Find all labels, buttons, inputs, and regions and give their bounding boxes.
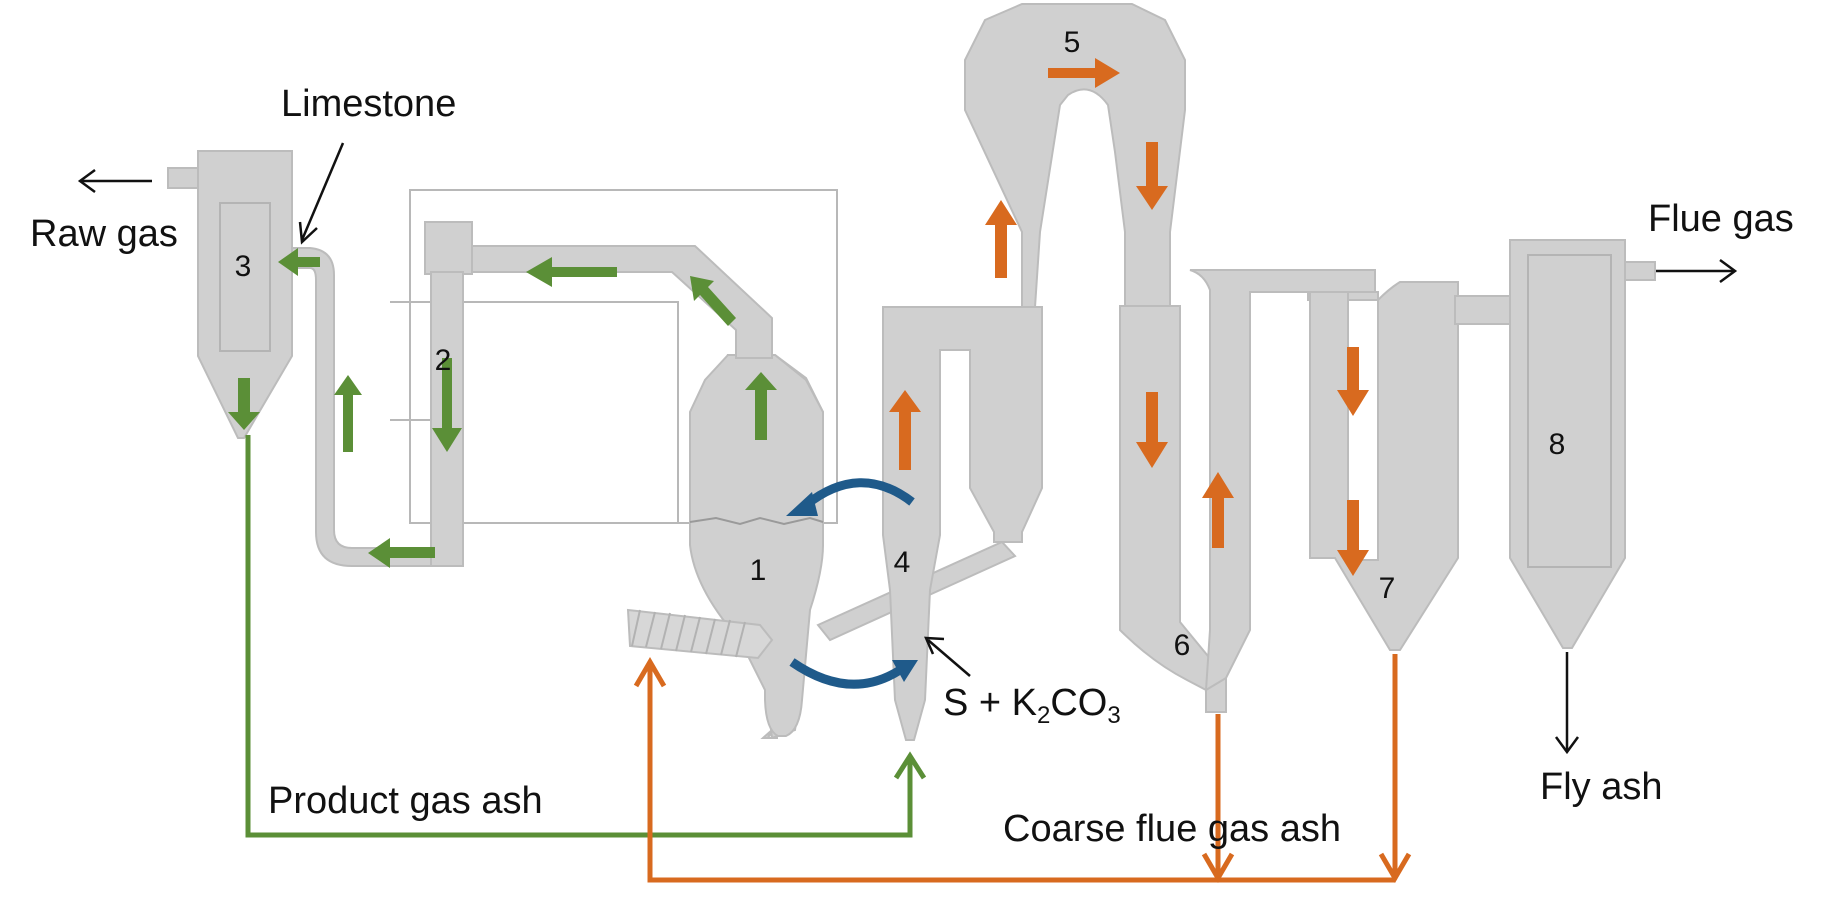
limestone-label: Limestone — [281, 83, 456, 125]
orange-arrow-down-unit-7-top — [1337, 347, 1369, 416]
blue-circulation-arrow-upper — [803, 478, 915, 509]
product-gas-flow-arrows — [228, 248, 777, 568]
unit-number-5: 5 — [1064, 26, 1081, 59]
unit-number-6: 6 — [1174, 629, 1191, 662]
orange-arrow-right-unit-5 — [1048, 58, 1120, 88]
product-gas-ash-line — [245, 435, 927, 838]
coarse-flue-gas-ash-lines — [633, 654, 1412, 883]
green-arrow-up-return-leg — [334, 375, 362, 452]
unit-number-2: 2 — [435, 344, 452, 377]
green-arrow-down-cyclone — [228, 378, 260, 430]
unit-5-crossover — [964, 3, 1186, 308]
unit-8-filter — [1509, 239, 1656, 649]
fly-ash-label: Fly ash — [1540, 766, 1662, 808]
unit-4-combustion-reactor — [816, 306, 1043, 741]
unit-2-riser-duct — [289, 221, 473, 567]
unit-number-4: 4 — [894, 546, 911, 579]
orange-arrow-down-unit-7-bottom — [1337, 500, 1369, 576]
orange-arrow-down-unit-5 — [1136, 142, 1168, 210]
flue-gas-flow-arrows — [889, 58, 1369, 576]
reactor-frame-lines — [390, 189, 838, 524]
blue-circulation-arrow-lower — [789, 658, 903, 689]
unit-number-8: 8 — [1549, 428, 1566, 461]
unit-7-separator — [1307, 281, 1512, 651]
additive-label: S + K2CO3 — [943, 682, 1121, 729]
flue-gas-label: Flue gas — [1648, 198, 1794, 240]
unit-1-gasifier — [689, 354, 824, 739]
green-arrow-left-bottom-leg — [368, 538, 435, 568]
orange-arrow-up-unit-4 — [889, 390, 921, 470]
coarse-flue-gas-ash-label: Coarse flue gas ash — [1003, 808, 1341, 850]
green-arrow-left-into-cyclone — [278, 248, 320, 276]
raw-gas-label: Raw gas — [30, 213, 178, 255]
bed-material-circulation-arrows — [786, 478, 918, 689]
green-arrow-left-duct — [526, 257, 617, 287]
limestone-arrow — [300, 142, 345, 241]
screw-feeder — [626, 608, 774, 660]
orange-arrow-up-unit-6 — [1202, 472, 1234, 548]
unit-number-3: 3 — [235, 250, 252, 283]
orange-arrow-up-to-5 — [985, 200, 1017, 278]
product-gas-ash-label: Product gas ash — [268, 780, 543, 822]
stream-labels: Limestone Raw gas Flue gas Fly ash Produ… — [30, 83, 1794, 850]
green-arrow-up-unit-1 — [745, 372, 777, 440]
unit-numbers: 1 2 3 4 5 6 7 8 — [235, 26, 1566, 662]
green-arrow-diag-duct — [690, 276, 736, 326]
orange-arrow-down-unit-6 — [1136, 392, 1168, 468]
unit-3-cyclone — [167, 150, 293, 439]
unit-number-7: 7 — [1379, 572, 1396, 605]
additive-arrow — [927, 639, 971, 677]
green-arrow-down-unit-2 — [432, 358, 462, 452]
annotation-arrows — [77, 142, 1738, 755]
unit-number-1: 1 — [750, 554, 767, 587]
